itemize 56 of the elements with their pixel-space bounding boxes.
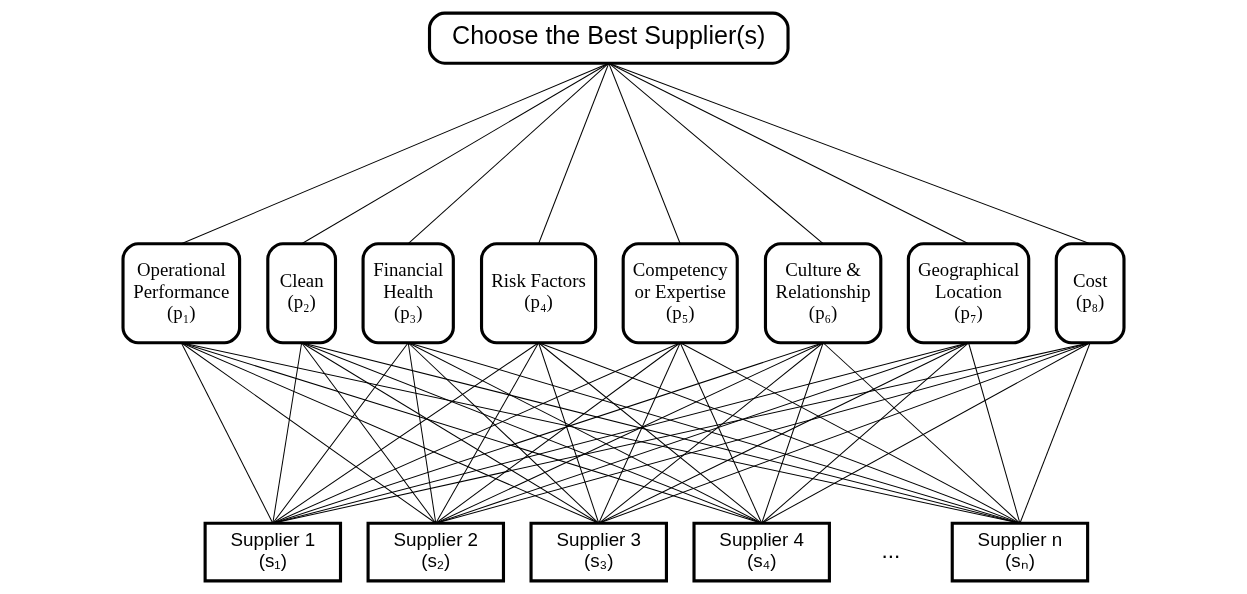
connector xyxy=(761,342,1091,524)
connector xyxy=(608,62,681,245)
connector xyxy=(538,62,610,245)
connector xyxy=(272,342,303,524)
node-box: Financial Health (p₃) xyxy=(361,242,455,345)
connector xyxy=(761,342,970,524)
connector xyxy=(272,342,540,524)
node-box: Geographical Location (p₇) xyxy=(906,242,1031,345)
connector xyxy=(1019,342,1091,524)
connector xyxy=(180,342,600,524)
connector xyxy=(407,62,610,245)
connector xyxy=(598,342,1091,524)
connector xyxy=(272,342,824,524)
connector xyxy=(180,62,610,245)
connector xyxy=(272,342,681,524)
connector xyxy=(822,342,1021,524)
connector xyxy=(598,342,681,524)
connector xyxy=(435,342,824,524)
label: ... xyxy=(881,537,901,563)
connector xyxy=(608,62,970,245)
connector xyxy=(538,342,1021,524)
connector xyxy=(435,342,540,524)
connector xyxy=(180,342,274,524)
connector xyxy=(761,342,824,524)
connector xyxy=(538,342,763,524)
node-box: Culture & Relationship (p₆) xyxy=(763,242,883,345)
connector xyxy=(407,342,437,524)
connector xyxy=(301,62,610,245)
node-box: Choose the Best Supplier(s) xyxy=(427,11,790,65)
connector xyxy=(301,342,437,524)
connector xyxy=(679,342,763,524)
node-box: Risk Factors (p₄) xyxy=(479,242,598,345)
connector xyxy=(679,342,1021,524)
node-box: Operational Performance (p₁) xyxy=(121,242,242,345)
connector xyxy=(407,342,763,524)
node-box: Clean (p₂) xyxy=(266,242,338,345)
connector xyxy=(598,342,970,524)
connector xyxy=(608,62,1091,245)
node-box: Supplier n (sₙ) xyxy=(950,521,1090,583)
connector xyxy=(272,342,409,524)
connector xyxy=(538,342,600,524)
node-box: Competency or Expertise (p₅) xyxy=(621,242,739,345)
connector xyxy=(598,342,824,524)
node-box: Cost (p₈) xyxy=(1054,242,1126,345)
connector xyxy=(180,342,763,524)
node-box: Supplier 4 (s₄) xyxy=(692,521,831,583)
connector xyxy=(968,342,1021,524)
node-box: Supplier 3 (s₃) xyxy=(529,521,668,583)
connector xyxy=(301,342,600,524)
connector xyxy=(301,342,763,524)
node-box: Supplier 2 (s₂) xyxy=(366,521,506,583)
connector xyxy=(407,342,600,524)
connector xyxy=(608,62,824,245)
node-box: Supplier 1 (s₁) xyxy=(203,521,343,583)
connector xyxy=(435,342,681,524)
connector xyxy=(180,342,437,524)
